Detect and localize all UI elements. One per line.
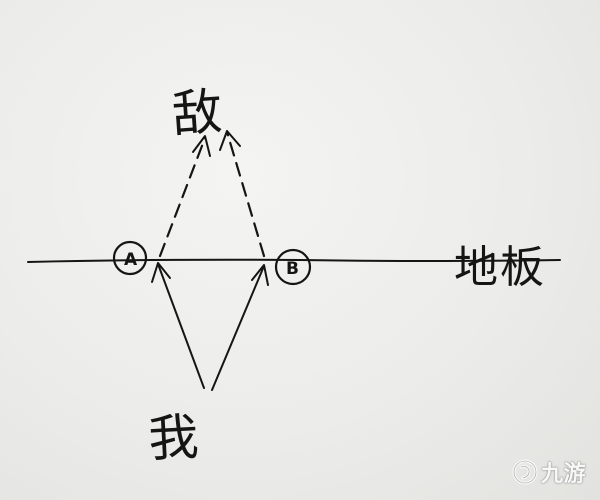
dashed-path-b-to-enemy: [225, 130, 266, 258]
arrowhead-enemy-left-icon: [192, 135, 211, 157]
arrowhead-a-icon: [151, 262, 171, 283]
nine-game-logo-icon: [512, 459, 538, 485]
floor-label: 地板: [454, 242, 546, 293]
dashed-path-a-to-enemy: [158, 136, 207, 258]
watermark: 九游: [512, 456, 586, 488]
point-b-circle: [274, 248, 312, 286]
solid-path-me-to-a: [157, 263, 205, 389]
me-label: 我: [147, 408, 200, 469]
arrowhead-b-icon: [251, 264, 269, 286]
solid-path-me-to-b: [211, 265, 265, 391]
enemy-label: 敌: [170, 83, 224, 144]
floor-line: [27, 258, 561, 263]
point-b-label: B: [286, 259, 299, 279]
arrowhead-enemy-right-icon: [219, 130, 241, 151]
watermark-text: 九游: [540, 462, 586, 487]
point-a-label: A: [124, 250, 138, 270]
point-a-circle: [112, 240, 148, 276]
